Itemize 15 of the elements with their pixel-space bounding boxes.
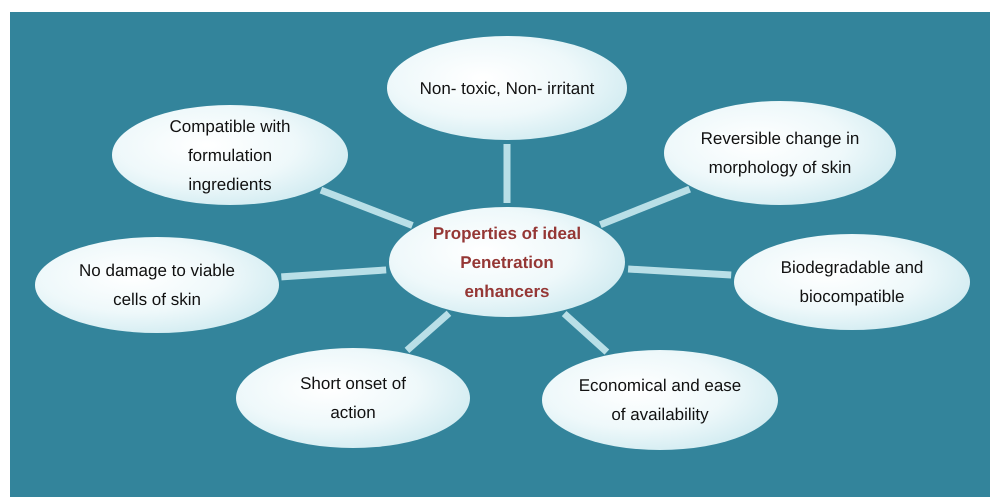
- node-label: Compatible with formulation ingredients: [168, 116, 292, 196]
- connector-line: [504, 144, 510, 203]
- node-label: Properties of ideal Penetration enhancers: [432, 222, 582, 302]
- node-label: Short onset of action: [299, 373, 407, 424]
- node-label: No damage to viable cells of skin: [78, 260, 236, 311]
- connector-line: [320, 186, 414, 229]
- connector-line: [628, 266, 732, 278]
- node-label: Non- toxic, Non- irritant: [418, 78, 596, 100]
- connector-line: [404, 310, 452, 353]
- connector-line: [562, 310, 610, 355]
- node-label: Reversible change in morphology of skin: [700, 128, 860, 179]
- connector-line: [599, 186, 691, 228]
- connector-line: [281, 266, 386, 280]
- node-label: Economical and ease of availability: [578, 375, 742, 426]
- node-label: Biodegradable and biocompatible: [780, 257, 924, 308]
